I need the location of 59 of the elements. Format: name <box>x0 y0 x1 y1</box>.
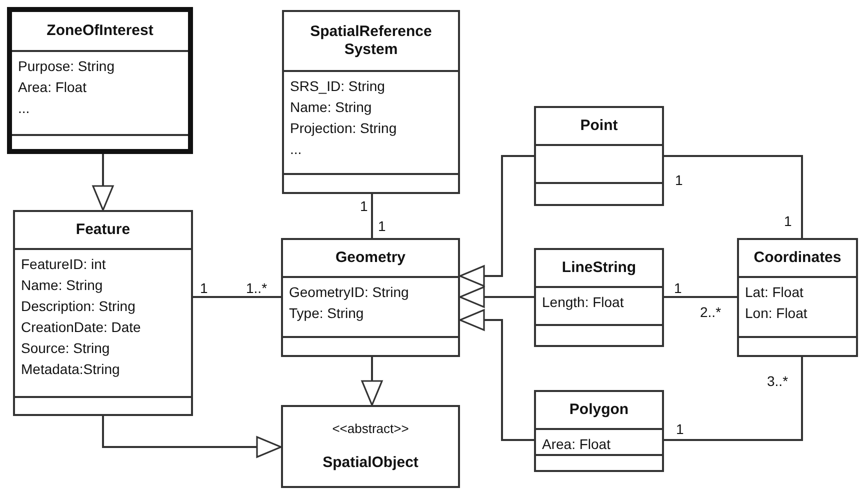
multiplicity-label: 1 <box>676 421 684 437</box>
attribute-text: Lat: Float <box>745 283 804 302</box>
class-box <box>534 106 664 206</box>
association-line <box>371 194 373 238</box>
generalization-arrow <box>459 309 534 441</box>
attribute-text: Area: Float <box>542 435 612 454</box>
attribute-text: Length: Float <box>542 293 625 312</box>
class-box <box>534 390 664 472</box>
association-line <box>664 296 737 298</box>
class-box <box>7 7 193 154</box>
attribute-text: Metadata:String <box>21 360 121 379</box>
class-box <box>737 238 858 357</box>
attribute-text: Name: String <box>21 276 104 295</box>
attribute-text: Lon: Float <box>745 304 808 323</box>
stereotype-text: <<abstract>> <box>331 421 410 436</box>
generalization-arrow <box>92 154 114 211</box>
class-name: Polygon <box>569 401 629 419</box>
attribute-text: ... <box>18 99 31 118</box>
association-line <box>664 357 803 441</box>
class-box <box>534 248 664 347</box>
class-name: SpatialObject <box>322 454 420 472</box>
class-name: Feature <box>76 221 130 239</box>
multiplicity-label: 1 <box>674 280 682 296</box>
attribute-text: FeatureID: int <box>21 255 107 274</box>
attribute-text: Description: String <box>21 297 136 316</box>
generalization-arrow <box>459 286 534 308</box>
class-name: SpatialReference System <box>309 23 433 59</box>
attribute-text: Projection: String <box>290 119 398 138</box>
attribute-text: Purpose: String <box>18 57 116 76</box>
class-box <box>282 10 460 194</box>
class-box <box>281 238 460 357</box>
attribute-text: GeometryID: String <box>289 283 410 302</box>
association-line <box>193 296 281 298</box>
multiplicity-label: 1 <box>360 198 368 214</box>
attribute-text: SRS_ID: String <box>290 77 386 96</box>
generalization-arrow <box>459 155 534 287</box>
class-name: ZoneOfInterest <box>46 22 154 40</box>
attribute-text: Type: String <box>289 304 365 323</box>
multiplicity-label: 1 <box>675 172 683 188</box>
attribute-text: Name: String <box>290 98 373 117</box>
attribute-text: ... <box>290 140 303 159</box>
association-line <box>664 155 803 238</box>
class-box <box>13 210 193 416</box>
multiplicity-label: 1..* <box>246 280 268 296</box>
generalization-arrow <box>361 357 383 406</box>
multiplicity-label: 2..* <box>700 304 722 320</box>
class-name: Coordinates <box>754 249 842 267</box>
multiplicity-label: 3..* <box>767 373 788 389</box>
class-name: Point <box>580 117 618 135</box>
multiplicity-label: 1 <box>200 280 208 296</box>
multiplicity-label: 1 <box>378 218 386 234</box>
attribute-text: Area: Float <box>18 78 88 97</box>
multiplicity-label: 1 <box>784 213 792 229</box>
class-name: LineString <box>562 259 636 277</box>
generalization-arrow <box>102 416 282 458</box>
class-box <box>281 405 460 488</box>
attribute-text: CreationDate: Date <box>21 318 142 337</box>
attribute-text: Source: String <box>21 339 111 358</box>
class-name: Geometry <box>335 249 406 267</box>
